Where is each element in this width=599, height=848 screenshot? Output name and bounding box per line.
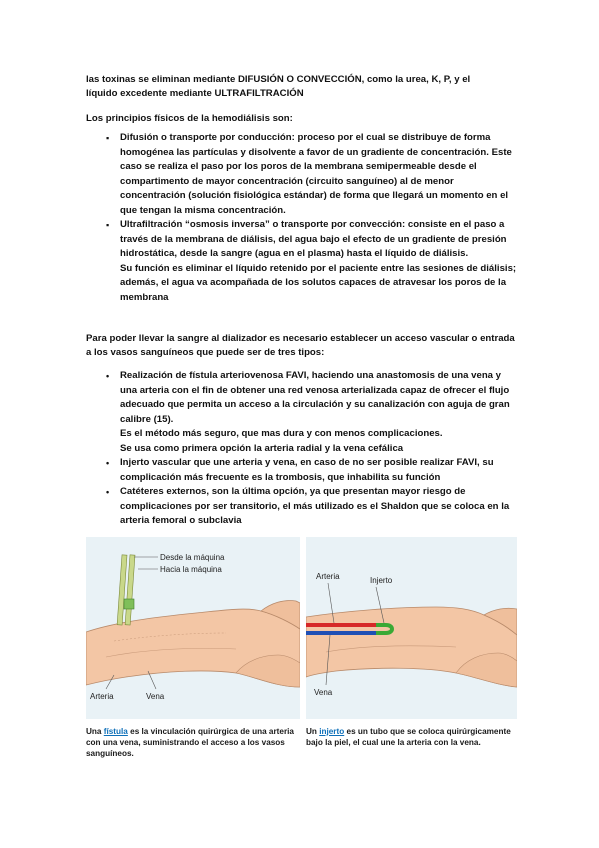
caption-text-pre: Un bbox=[306, 727, 320, 736]
graft-arm-drawing: Arteria Injerto Vena bbox=[306, 572, 517, 697]
caption-text-post: es un tubo que se coloca quirúrgicamente… bbox=[306, 727, 511, 747]
fistula-arm-drawing: Desde la máquina Hacia la máquina Arteri… bbox=[86, 553, 300, 701]
access-types-list: • Realización de fístula arteriovenosa F… bbox=[100, 369, 518, 529]
fistula-caption: Una fístula es la vinculación quirúrgica… bbox=[86, 726, 300, 759]
list-item: ▪ Ultrafiltración “osmosis inversa” o tr… bbox=[100, 218, 518, 305]
list-item: ▪ Difusión o transporte por conducción: … bbox=[100, 131, 518, 218]
list-item-extra: Es el método más seguro, que mas dura y … bbox=[120, 428, 443, 439]
caption-keyword-link[interactable]: fístula bbox=[103, 727, 128, 736]
list-item: • Injerto vascular que une arteria y ven… bbox=[100, 456, 518, 485]
graft-illustration: Arteria Injerto Vena bbox=[306, 537, 517, 719]
list-item-extra: Su función es eliminar el líquido reteni… bbox=[120, 262, 517, 303]
label-arteria: Arteria bbox=[316, 572, 340, 581]
square-bullet-icon: ▪ bbox=[106, 133, 110, 143]
intro-paragraph: las toxinas se eliminan mediante DIFUSIÓ… bbox=[86, 73, 516, 101]
dot-bullet-icon: • bbox=[106, 458, 110, 468]
figures-block: Desde la máquina Hacia la máquina Arteri… bbox=[86, 537, 517, 765]
list-item-text: Ultrafiltración “osmosis inversa” o tran… bbox=[120, 219, 507, 259]
caption-text-pre: Una bbox=[86, 727, 104, 736]
list-item: • Realización de fístula arteriovenosa F… bbox=[100, 369, 518, 456]
list-item-text: Catéteres externos, son la última opción… bbox=[120, 486, 510, 526]
dot-bullet-icon: • bbox=[106, 371, 110, 381]
dot-bullet-icon: • bbox=[106, 487, 110, 497]
graft-caption: Un injerto es un tubo que se coloca quir… bbox=[306, 726, 517, 748]
label-vena: Vena bbox=[314, 688, 333, 697]
list-item-extra: Se usa como primera opción la arteria ra… bbox=[120, 442, 404, 454]
list-item-text: Difusión o transporte por conducción: pr… bbox=[120, 132, 512, 216]
caption-text-post: es la vinculación quirúrgica de una arte… bbox=[86, 727, 294, 758]
label-arteria: Arteria bbox=[90, 692, 114, 701]
fistula-illustration: Desde la máquina Hacia la máquina Arteri… bbox=[86, 537, 300, 719]
label-hacia-maquina: Hacia la máquina bbox=[160, 565, 222, 574]
caption-keyword-link[interactable]: injerto bbox=[319, 727, 345, 736]
square-bullet-icon: ▪ bbox=[106, 220, 110, 230]
list-item-text: Realización de fístula arteriovenosa FAV… bbox=[120, 370, 510, 425]
list-item: • Catéteres externos, son la última opci… bbox=[100, 485, 518, 529]
intro-line-2: líquido excedente mediante ULTRAFILTRACI… bbox=[86, 88, 304, 99]
access-intro: Para poder llevar la sangre al dializado… bbox=[86, 333, 515, 358]
intro-line-1: las toxinas se eliminan mediante DIFUSIÓ… bbox=[86, 74, 471, 85]
label-vena: Vena bbox=[146, 692, 165, 701]
list-item-text: Injerto vascular que une arteria y vena,… bbox=[120, 457, 494, 483]
label-desde-maquina: Desde la máquina bbox=[160, 553, 225, 562]
label-injerto: Injerto bbox=[370, 576, 393, 585]
principles-title: Los principios físicos de la hemodiálisi… bbox=[86, 113, 293, 124]
principles-list: ▪ Difusión o transporte por conducción: … bbox=[100, 131, 518, 305]
